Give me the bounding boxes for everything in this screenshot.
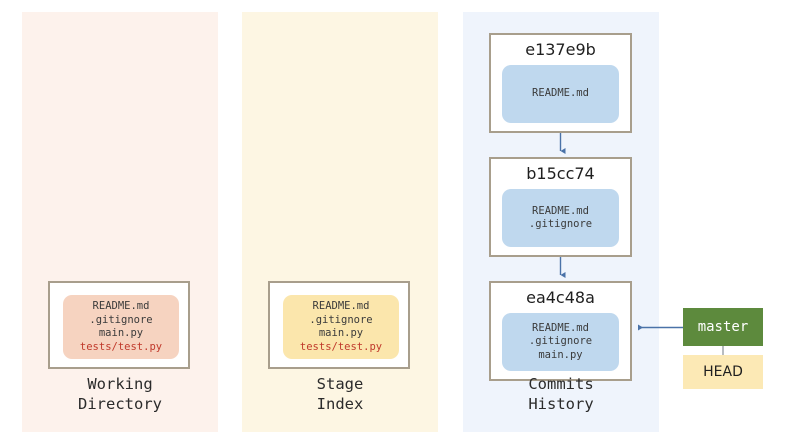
working-directory-file-card: README.md .gitignore main.py tests/test.…: [48, 281, 190, 369]
file-entry: .gitignore: [89, 313, 153, 326]
branch-label-master: master: [683, 308, 763, 346]
commit-file-list: README.md .gitignore main.py: [502, 313, 619, 371]
file-entry: main.py: [538, 348, 583, 361]
panel-working-directory: [22, 12, 218, 432]
commit-node-e137e9b: e137e9b README.md: [489, 33, 632, 133]
commit-hash: b15cc74: [526, 164, 595, 183]
panel-caption-working-directory: Working Directory: [78, 375, 162, 413]
file-entry: README.md: [532, 321, 589, 334]
file-entry: .gitignore: [309, 313, 373, 326]
file-entry: .gitignore: [528, 335, 593, 348]
file-entry: .gitignore: [528, 218, 593, 230]
commit-hash: e137e9b: [525, 40, 596, 59]
commit-hash: ea4c48a: [526, 288, 595, 307]
file-entry: README.md: [312, 300, 370, 312]
stage-index-file-list: README.md .gitignore main.py tests/test.…: [283, 295, 399, 359]
file-entry: main.py: [98, 327, 144, 339]
file-entry-untracked: tests/test.py: [299, 340, 383, 353]
file-entry: README.md: [92, 300, 150, 312]
file-entry: README.md: [532, 204, 589, 217]
working-directory-file-list: README.md .gitignore main.py tests/test.…: [63, 295, 179, 359]
panel-caption-stage-index: Stage Index: [316, 375, 364, 413]
commit-node-ea4c48a: ea4c48a README.md .gitignore main.py: [489, 281, 632, 381]
head-label: HEAD: [683, 355, 763, 389]
panel-caption-commits-history: Commits History: [528, 375, 594, 413]
file-entry: README.md: [532, 87, 589, 100]
commit-node-b15cc74: b15cc74 README.md .gitignore: [489, 157, 632, 257]
commit-file-list: README.md .gitignore: [502, 189, 619, 247]
stage-index-file-card: README.md .gitignore main.py tests/test.…: [268, 281, 410, 369]
file-entry-untracked: tests/test.py: [79, 340, 163, 353]
panel-stage-index: [242, 12, 438, 432]
commit-file-list: README.md: [502, 65, 619, 123]
file-entry: main.py: [318, 327, 364, 339]
